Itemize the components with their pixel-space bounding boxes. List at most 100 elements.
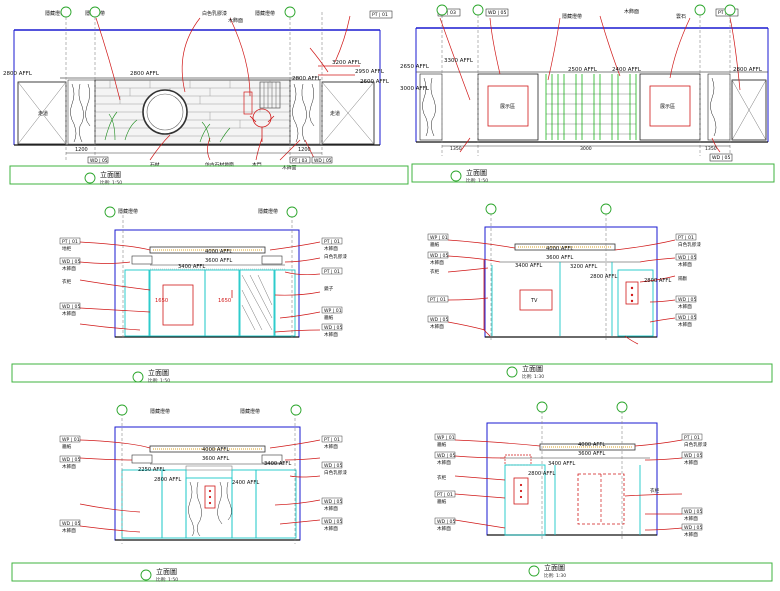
title-a: 立面圖 bbox=[100, 170, 121, 179]
tag-d-r3: WD | 05 bbox=[678, 255, 696, 261]
label-d-l5: 衣柜 bbox=[430, 268, 440, 275]
slat-screen bbox=[545, 74, 637, 140]
label-f-r7: 木飾面 bbox=[684, 515, 698, 522]
tag-a-wd05-1: WD | 05 bbox=[90, 158, 108, 164]
note-b-2: 木飾面 bbox=[624, 8, 639, 15]
title-strip-b bbox=[411, 163, 775, 183]
dim-b-2: 3000 bbox=[580, 146, 592, 152]
level-e-6: 2400 AFFL bbox=[232, 480, 259, 486]
label-c-r7: 牆紙 bbox=[324, 314, 334, 321]
level-f-2: 3600 AFFL bbox=[578, 451, 605, 457]
label-c-l4: 木飾面 bbox=[62, 265, 76, 272]
tag-d-l7: WD | 05 bbox=[430, 317, 448, 323]
room-label-a-2: 走道 bbox=[330, 110, 340, 117]
tag-d-l1: WP | 01 bbox=[430, 235, 448, 241]
section-marker-e bbox=[140, 569, 152, 581]
level-d-2: 3600 AFFL bbox=[546, 255, 573, 261]
tag-f-r3: WD | 05 bbox=[684, 453, 702, 459]
label-d-r5: 隔斷 bbox=[678, 275, 688, 282]
scale-c: 比例: 1:50 bbox=[148, 377, 170, 384]
tag-e-l1: WP | 01 bbox=[62, 437, 80, 443]
label-f-r4: 木飾面 bbox=[684, 459, 698, 466]
note-a-b3: 木門 bbox=[252, 161, 262, 168]
label-d-l4: 木飾面 bbox=[430, 259, 444, 266]
wood-grain-panel bbox=[67, 79, 321, 145]
section-marker-a bbox=[84, 172, 96, 184]
dim-b-3: 1350 bbox=[705, 146, 717, 152]
label-f-r9: 木飾面 bbox=[684, 531, 698, 538]
tag-d-r8: WD | 05 bbox=[678, 315, 696, 321]
panel-f-elevation: 4000 AFFL 3600 AFFL 3400 AFFL 2800 AFFL … bbox=[434, 401, 707, 540]
dim-b-1: 1350 bbox=[450, 146, 462, 152]
level-d-6: 2800 AFFL bbox=[644, 278, 671, 284]
label-f-l9: 木飾面 bbox=[437, 525, 451, 532]
label-c-l7: 木飾面 bbox=[62, 310, 76, 317]
tag-c-r6: WP | 01 bbox=[324, 308, 342, 314]
tag-f-l3: WD | 05 bbox=[437, 453, 455, 459]
panel-b-elevation: 1350 3000 1350 2650 AFFL 3000 AFFL 3300 … bbox=[400, 4, 769, 162]
tag-e-r1: PT | 01 bbox=[324, 437, 340, 443]
label-f-l5: 衣柜 bbox=[437, 474, 447, 481]
level-e-2: 3600 AFFL bbox=[202, 456, 229, 462]
dim-a-2: 1200 bbox=[298, 147, 311, 153]
label-e-r6: 木飾面 bbox=[324, 505, 338, 512]
level-a-4: 2950 AFFL bbox=[355, 69, 385, 75]
title-e: 立面圖 bbox=[156, 567, 177, 576]
section-marker-f bbox=[528, 565, 540, 577]
level-c-5: 1650 bbox=[218, 298, 231, 304]
tv-label: TV bbox=[530, 298, 538, 304]
tag-d-r1: PT | 01 bbox=[678, 235, 694, 241]
tag-d-l6: PT | 01 bbox=[430, 297, 446, 303]
tag-b-l2: WD | 05 bbox=[488, 10, 506, 16]
tag-f-r8: WD | 05 bbox=[684, 525, 702, 531]
door-glass bbox=[625, 281, 639, 305]
room-label-a-1: 走道 bbox=[38, 110, 48, 117]
level-b-3: 3300 AFFL bbox=[444, 58, 474, 64]
label-d-r2: 白色乳膠漆 bbox=[678, 241, 701, 248]
level-b-2: 3000 AFFL bbox=[400, 86, 430, 92]
label-f-l7: 牆紙 bbox=[437, 498, 447, 505]
room-label-b-1: 展示區 bbox=[500, 104, 515, 110]
level-e-4: 2250 AFFL bbox=[138, 467, 165, 473]
tag-c-l3: WD | 05 bbox=[62, 259, 80, 265]
tag-a-pt01: PT | 01 bbox=[372, 12, 388, 18]
level-d-3: 3400 AFFL bbox=[515, 263, 542, 269]
level-c-4: 1650 bbox=[155, 298, 168, 304]
panel-a-elevation: 1200 1200 2800 AFFL 2800 AFFL 3200 AFFL … bbox=[3, 6, 393, 171]
level-e-3: 3400 AFFL bbox=[264, 461, 291, 467]
tag-f-r1: PT | 01 bbox=[684, 435, 700, 441]
section-marker-b bbox=[450, 170, 462, 182]
label-d-r4: 木飾面 bbox=[678, 261, 692, 268]
tag-b-l1: PT | 03 bbox=[440, 10, 456, 16]
note-e-1: 隱藏燈帶 bbox=[150, 408, 170, 415]
level-d-1: 4000 AFFL bbox=[546, 246, 573, 252]
label-d-r9: 木飾面 bbox=[678, 321, 692, 328]
panel-c-elevation: 4000 AFFL 3600 AFFL 3400 AFFL 1650 1650 … bbox=[59, 206, 347, 340]
tv-frame bbox=[519, 289, 553, 311]
label-c-r2: 木飾面 bbox=[324, 245, 338, 252]
label-e-r2: 木飾面 bbox=[324, 443, 338, 450]
note-a-4: 隱藏燈帶 bbox=[255, 10, 275, 17]
scale-e: 比例: 1:50 bbox=[156, 576, 178, 583]
level-c-2: 3600 AFFL bbox=[205, 258, 232, 264]
panel-e-elevation: 4000 AFFL 3600 AFFL 3400 AFFL 2250 AFFL … bbox=[59, 404, 347, 544]
door-glass-e bbox=[204, 485, 216, 509]
tag-e-r7: WD | 05 bbox=[324, 519, 342, 525]
note-b-1: 隱藏燈帶 bbox=[562, 13, 582, 20]
title-f: 立面圖 bbox=[544, 563, 565, 572]
tag-b-r2: WD | 05 bbox=[712, 155, 730, 161]
level-b-4: 2500 AFFL bbox=[568, 67, 598, 73]
level-e-1: 4000 AFFL bbox=[202, 447, 229, 453]
label-f-r5: 衣柜 bbox=[650, 487, 660, 494]
label-e-l2: 牆紙 bbox=[62, 443, 72, 450]
tag-e-r5: WD | 05 bbox=[324, 499, 342, 505]
tag-d-l3: WD | 05 bbox=[430, 253, 448, 259]
title-strip-a bbox=[9, 165, 409, 185]
scale-a: 比例: 1:50 bbox=[100, 179, 122, 186]
level-f-1: 4000 AFFL bbox=[578, 442, 605, 448]
scale-f: 比例: 1:30 bbox=[544, 572, 566, 579]
label-e-r4: 白色乳膠漆 bbox=[324, 469, 347, 476]
mirror-frame bbox=[162, 284, 194, 326]
note-c-1: 隱藏燈帶 bbox=[118, 208, 138, 215]
tree-sculpture bbox=[249, 108, 275, 142]
